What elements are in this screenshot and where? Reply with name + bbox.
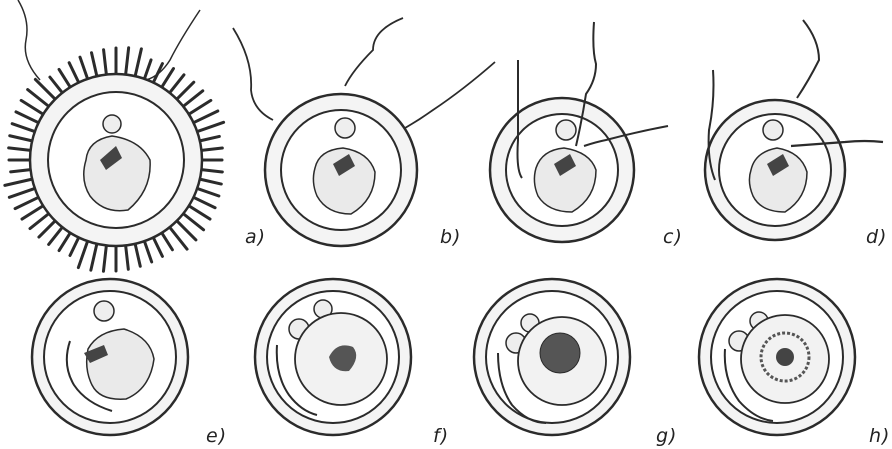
stage-f-drawing bbox=[223, 225, 446, 449]
stage-e-drawing bbox=[0, 225, 223, 449]
panel-g: g) bbox=[446, 225, 669, 449]
syngamy-core bbox=[776, 348, 794, 366]
corona-cell bbox=[201, 170, 222, 172]
panel-a: a) bbox=[223, 0, 446, 224]
corona-cell bbox=[193, 197, 215, 207]
stage-g-drawing bbox=[446, 225, 669, 449]
corona-cell bbox=[170, 75, 184, 93]
corona-cell bbox=[197, 188, 219, 196]
panel-e: e) bbox=[0, 225, 223, 449]
corona-cell bbox=[92, 53, 97, 76]
corona-cell bbox=[177, 82, 194, 99]
sperm-right bbox=[797, 20, 819, 98]
corona-cell bbox=[201, 148, 222, 150]
stage-b-drawing bbox=[446, 0, 669, 224]
corona-cell bbox=[197, 122, 223, 131]
corona-cell bbox=[183, 91, 203, 107]
corona-cell bbox=[59, 69, 70, 87]
sperm-right bbox=[345, 18, 403, 86]
panel-oocyte-with-corona bbox=[0, 0, 223, 224]
corona-cell bbox=[69, 63, 79, 83]
panel-h: h) bbox=[669, 225, 892, 449]
corona-cell bbox=[21, 100, 43, 114]
sperm-left bbox=[233, 28, 273, 120]
corona-cell bbox=[16, 112, 39, 123]
corona-cell bbox=[144, 60, 151, 79]
corona-cell bbox=[10, 136, 32, 141]
corona-cell bbox=[15, 197, 38, 208]
corona-cell bbox=[9, 148, 31, 150]
panel-f: f) bbox=[223, 225, 446, 449]
polar-body bbox=[335, 118, 355, 138]
corona-cell bbox=[189, 206, 210, 219]
corona-cell bbox=[104, 50, 107, 75]
stage-a-drawing bbox=[223, 0, 446, 224]
corona-cell bbox=[135, 49, 141, 76]
stage-c-drawing bbox=[669, 0, 892, 224]
polar-body bbox=[763, 120, 783, 140]
corona-cell bbox=[28, 90, 49, 107]
corona-cell bbox=[200, 179, 221, 184]
corona-cell bbox=[22, 206, 43, 219]
corona-cell bbox=[162, 69, 174, 88]
oocyte-with-corona-drawing bbox=[0, 0, 223, 224]
polar-body bbox=[556, 120, 576, 140]
corona-cell bbox=[200, 136, 219, 140]
corona-cell bbox=[126, 48, 129, 75]
corona-cell bbox=[80, 57, 88, 79]
corona-cell bbox=[11, 170, 31, 172]
polar-body bbox=[94, 301, 114, 321]
corona-cell bbox=[50, 77, 62, 93]
sperm-tail-left bbox=[18, 0, 40, 80]
panel-c: c) bbox=[669, 0, 892, 224]
corona-cell bbox=[193, 111, 217, 123]
corona-cell bbox=[5, 179, 32, 185]
panel-label-h: h) bbox=[869, 425, 890, 447]
pronuclei bbox=[540, 333, 580, 373]
corona-cell bbox=[189, 100, 211, 114]
corona-cell bbox=[12, 124, 35, 132]
polar-body bbox=[103, 115, 121, 133]
corona-cell bbox=[9, 188, 34, 197]
panel-label-d: d) bbox=[866, 226, 887, 248]
panel-b: b) bbox=[446, 0, 669, 224]
stage-h-drawing bbox=[669, 225, 892, 449]
